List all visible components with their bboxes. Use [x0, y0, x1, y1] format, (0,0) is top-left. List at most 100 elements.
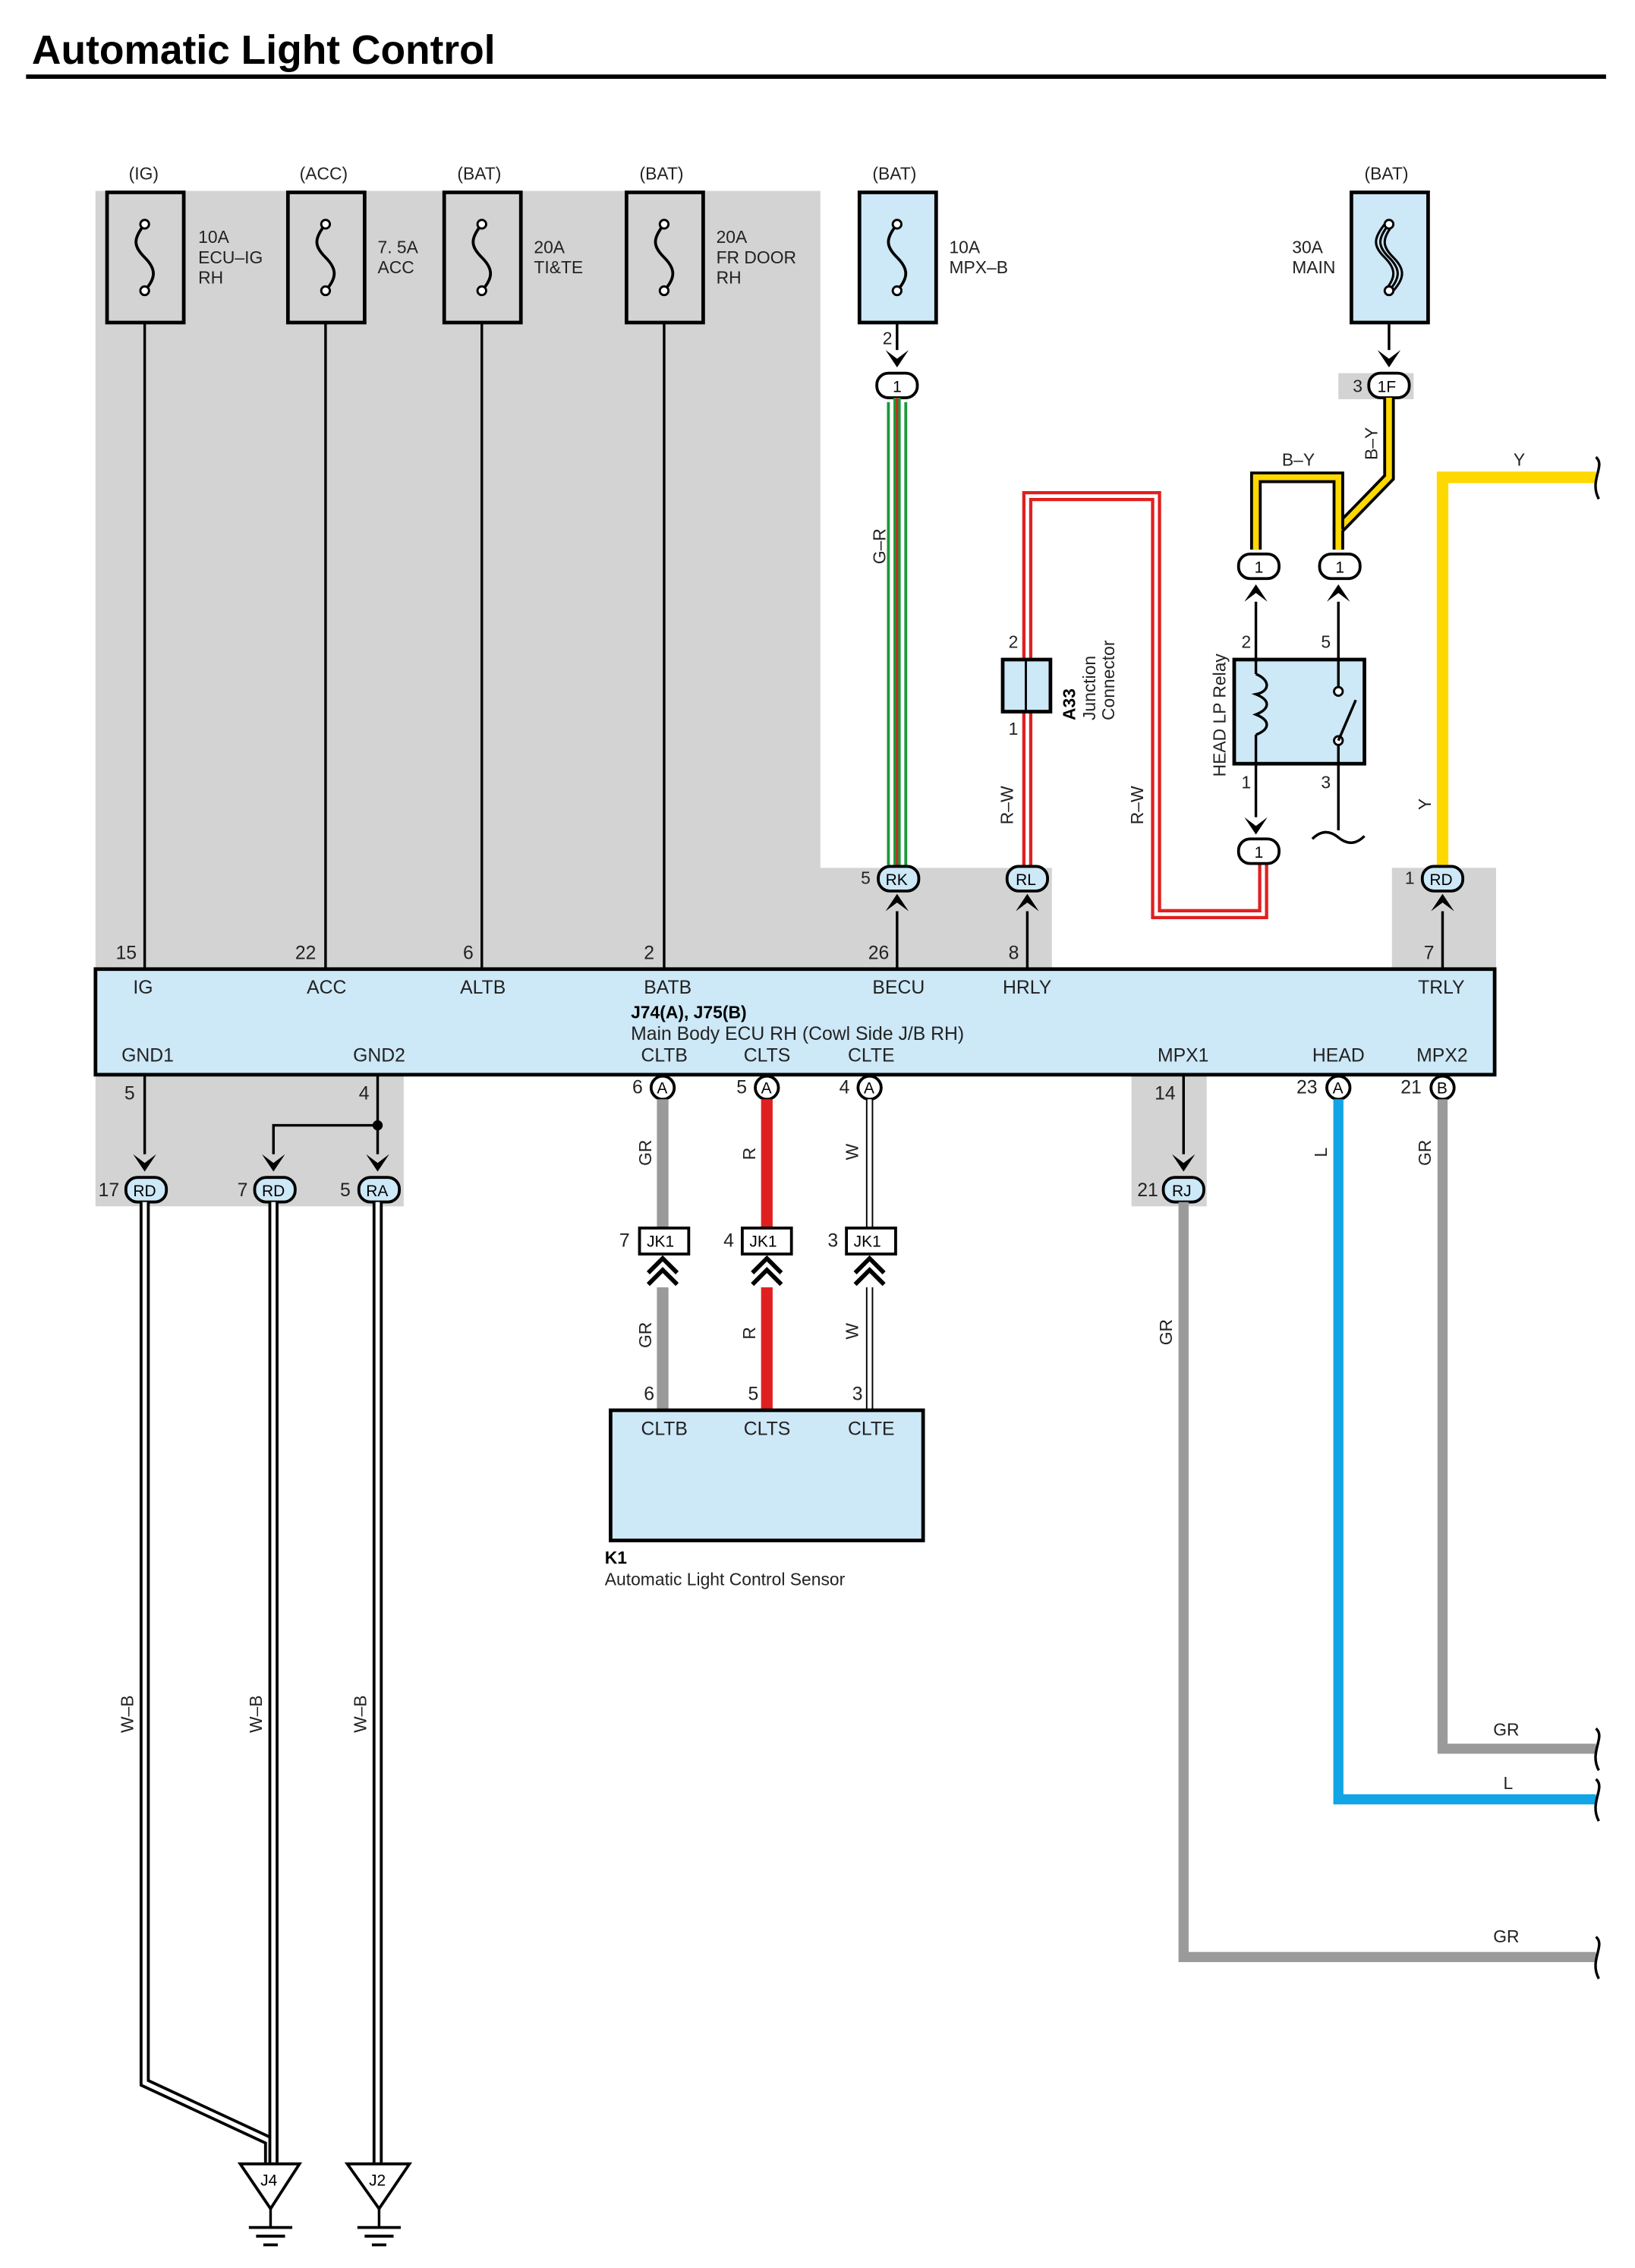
- wire-mpxb: 2 1 G–R 5 RK: [861, 322, 921, 969]
- relay-coil-icon: [1251, 673, 1268, 736]
- svg-text:RK: RK: [886, 871, 908, 889]
- svg-text:JK1: JK1: [854, 1233, 881, 1251]
- svg-text:15: 15: [115, 943, 137, 963]
- fuse-symbol-icon: [315, 223, 336, 292]
- fuse-ig-name2: RH: [198, 268, 223, 288]
- svg-text:W: W: [842, 1323, 862, 1340]
- fuse-frdoor-name2: RH: [717, 268, 742, 288]
- fuse-frdoor-rating: 20A: [717, 227, 748, 247]
- fuse-mpxb-name: MPX–B: [949, 257, 1008, 277]
- wire-mpx2: 21 B GR GR: [1400, 1074, 1601, 1772]
- svg-text:A: A: [864, 1080, 874, 1098]
- fuse-frdoor: (BAT) 20A FR DOOR RH: [624, 163, 796, 325]
- connector-arrow-icon: [1326, 584, 1350, 602]
- connector-arrow-icon: [885, 893, 909, 912]
- double-chevron-icon: [853, 1255, 886, 1287]
- fuse-tite-source: (BAT): [457, 163, 501, 183]
- svg-text:J4: J4: [260, 2172, 277, 2189]
- wire-break-icon: [1594, 455, 1601, 500]
- svg-text:GND1: GND1: [121, 1046, 174, 1066]
- ecu-top-terminals: 15 IG 22 ACC 6 ALTB 2 BATB 26 BECU 8 HRL…: [115, 943, 1464, 998]
- svg-text:1: 1: [893, 378, 902, 395]
- double-chevron-icon: [751, 1255, 783, 1287]
- svg-text:CLTB: CLTB: [641, 1419, 687, 1439]
- svg-text:A: A: [1333, 1080, 1344, 1098]
- svg-text:Junction: Junction: [1079, 656, 1099, 720]
- ground-j4: J4: [237, 2162, 303, 2247]
- svg-text:GR: GR: [1493, 1926, 1519, 1946]
- wire-head: 23 A L L: [1296, 1074, 1601, 1822]
- svg-text:R–W: R–W: [1127, 786, 1147, 824]
- svg-text:14: 14: [1155, 1083, 1176, 1104]
- svg-text:JK1: JK1: [749, 1233, 777, 1251]
- sensor-wires: 6 A 5 A 4 A GR R W 7 JK1 4 JK1 3 JK1 GR …: [619, 1074, 897, 1410]
- fuse-ig-rating: 10A: [198, 227, 229, 247]
- junction-a33: 2 1 A33 Junction Connector: [1000, 632, 1118, 739]
- connector-arrow-icon: [885, 350, 909, 368]
- fuse-mpxb: (BAT) 10A MPX–B: [857, 163, 1008, 325]
- svg-text:HRLY: HRLY: [1003, 978, 1051, 998]
- svg-text:ACC: ACC: [307, 978, 346, 998]
- fuse-acc-name: ACC: [378, 257, 414, 277]
- svg-text:IG: IG: [133, 978, 153, 998]
- svg-text:HEAD LP Relay: HEAD LP Relay: [1210, 654, 1230, 777]
- connector-arrow-icon: [366, 1154, 389, 1172]
- connector-arrow-icon: [1244, 817, 1268, 835]
- svg-text:5: 5: [736, 1078, 747, 1098]
- svg-text:4: 4: [723, 1231, 734, 1252]
- svg-text:GR: GR: [635, 1322, 655, 1348]
- svg-text:TRLY: TRLY: [1418, 978, 1464, 998]
- svg-text:B: B: [1437, 1080, 1448, 1098]
- svg-text:B–Y: B–Y: [1362, 427, 1381, 460]
- wire-rw: R–W R–W 7 RL: [997, 490, 1268, 969]
- svg-text:2: 2: [883, 329, 893, 348]
- relay-switch-icon: [1337, 699, 1357, 742]
- svg-text:RD: RD: [1429, 871, 1452, 889]
- svg-text:GR: GR: [1493, 1720, 1519, 1740]
- svg-text:A: A: [657, 1080, 667, 1098]
- fuse-symbol-icon: [654, 223, 675, 292]
- fuse-main-rating: 30A: [1292, 237, 1323, 257]
- svg-text:3: 3: [852, 1384, 863, 1405]
- svg-text:Automatic Light Control Sensor: Automatic Light Control Sensor: [605, 1570, 846, 1589]
- ground-wave-icon: [1311, 830, 1366, 844]
- svg-text:A: A: [761, 1080, 772, 1098]
- connector-arrow-icon: [1431, 893, 1454, 912]
- svg-text:BECU: BECU: [872, 978, 925, 998]
- svg-text:21: 21: [1137, 1180, 1158, 1201]
- connector-arrow-icon: [1016, 893, 1039, 912]
- fuse-symbol-icon: [887, 223, 908, 292]
- svg-text:ALTB: ALTB: [460, 978, 506, 998]
- fuse-symbol-icon: [134, 223, 155, 292]
- svg-text:22: 22: [295, 943, 317, 963]
- wire-break-icon: [1594, 1936, 1601, 1980]
- svg-text:MPX1: MPX1: [1158, 1046, 1208, 1066]
- sensor-k1: 6 5 3 CLTB CLTS CLTE K1 Automatic Light …: [605, 1384, 925, 1589]
- svg-text:1F: 1F: [1378, 378, 1396, 395]
- svg-text:R–W: R–W: [997, 786, 1016, 824]
- svg-text:Y: Y: [1415, 799, 1435, 810]
- page-title: Automatic Light Control: [32, 28, 496, 73]
- svg-text:CLTE: CLTE: [848, 1046, 894, 1066]
- svg-text:4: 4: [840, 1078, 850, 1098]
- ecu-code: J74(A), J75(B): [631, 1003, 746, 1022]
- svg-text:1: 1: [1255, 844, 1264, 862]
- svg-text:6: 6: [632, 1078, 643, 1098]
- svg-text:7: 7: [238, 1180, 248, 1201]
- wire-break-icon: [1594, 1727, 1601, 1772]
- ground-j2: J2: [344, 2162, 413, 2247]
- svg-text:21: 21: [1400, 1078, 1422, 1098]
- svg-text:2: 2: [644, 943, 654, 963]
- ecu-name: Main Body ECU RH (Cowl Side J/B RH): [631, 1024, 964, 1044]
- fuse-ig-source: (IG): [129, 163, 159, 183]
- svg-text:8: 8: [1009, 943, 1019, 963]
- wire-mpx1: 14 21 RJ GR GR: [1137, 1074, 1601, 1980]
- svg-text:RD: RD: [262, 1183, 285, 1200]
- svg-text:5: 5: [340, 1180, 351, 1201]
- svg-text:6: 6: [644, 1384, 654, 1405]
- gray-zone-upper-left: [95, 191, 1052, 972]
- svg-text:CLTS: CLTS: [744, 1419, 790, 1439]
- svg-text:1: 1: [1335, 559, 1344, 577]
- svg-text:L: L: [1311, 1148, 1331, 1158]
- fuse-acc-source: (ACC): [300, 163, 348, 183]
